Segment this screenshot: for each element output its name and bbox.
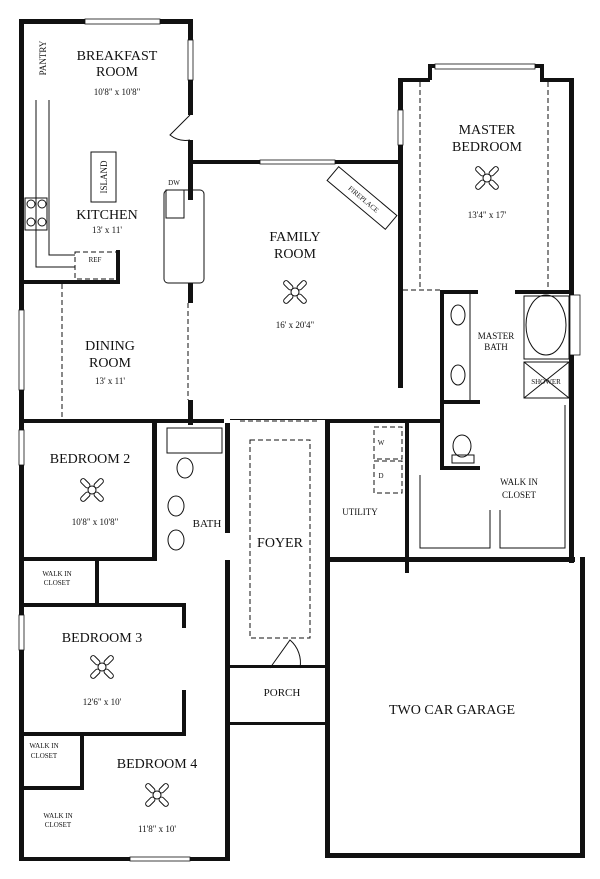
breakfast-room-dims: 10'8" x 10'8"	[94, 87, 141, 97]
dining-room-dims: 13' x 11'	[95, 376, 125, 386]
ceiling-fan-icon	[80, 478, 104, 502]
ceiling-fan-icon	[90, 655, 114, 679]
shower-label: SHOWER	[531, 378, 561, 386]
closet-2-label-2: CLOSET	[44, 579, 71, 587]
breakfast-room-label: BREAKFAST	[77, 49, 158, 64]
fireplace-label: FIREPLACE	[346, 184, 380, 214]
fan-hub	[97, 662, 107, 672]
dryer-label: D	[378, 472, 383, 480]
bedroom-2-label: BEDROOM 2	[50, 452, 131, 467]
fan-hub	[152, 790, 162, 800]
dishwasher-label: DW	[168, 179, 180, 187]
bedroom-2-dims: 10'8" x 10'8"	[72, 517, 119, 527]
master-bedroom-label-2: BEDROOM	[452, 140, 523, 155]
master-bedroom-dims: 13'4" x 17'	[468, 210, 507, 220]
kitchen-dims: 13' x 11'	[92, 225, 122, 235]
master-closet-label: WALK IN	[500, 477, 538, 487]
pantry-label: PANTRY	[38, 40, 48, 75]
bath-label: BATH	[193, 518, 222, 530]
utility-label: UTILITY	[342, 507, 378, 517]
fan-hub	[87, 485, 97, 495]
ref-label: REF	[89, 256, 102, 264]
ceiling-fan-icon	[145, 783, 169, 807]
ceiling-fan-icon	[475, 166, 499, 190]
fixtures	[24, 82, 570, 669]
porch-label: PORCH	[264, 687, 301, 699]
foyer-label: FOYER	[257, 536, 304, 551]
closet-3-label-2: CLOSET	[31, 752, 58, 760]
closet-3-label: WALK IN	[29, 742, 58, 750]
ceiling-fan-icon	[283, 280, 307, 304]
closet-4-label-2: CLOSET	[45, 821, 72, 829]
dining-room-label: DINING	[85, 339, 135, 354]
family-room-label: FAMILY	[269, 230, 320, 245]
breakfast-room-label-2: ROOM	[96, 65, 139, 80]
bedroom-3-dims: 12'6" x 10'	[83, 697, 122, 707]
island-label: ISLAND	[99, 160, 109, 193]
family-room-label-2: ROOM	[274, 247, 317, 262]
bedroom-3-label: BEDROOM 3	[62, 631, 143, 646]
garage-label: TWO CAR GARAGE	[389, 703, 515, 718]
washer-label: W	[378, 439, 385, 447]
windows	[18, 18, 581, 862]
master-bedroom-label: MASTER	[459, 123, 516, 138]
fan-hub	[290, 287, 300, 297]
kitchen-label: KITCHEN	[76, 208, 137, 223]
bedroom-4-label: BEDROOM 4	[117, 757, 198, 772]
master-bath-label-2: BATH	[484, 342, 508, 352]
fan-hub	[482, 173, 492, 183]
master-closet-label-2: CLOSET	[502, 490, 537, 500]
bedroom-4-dims: 11'8" x 10'	[138, 824, 176, 834]
dining-room-label-2: ROOM	[89, 356, 132, 371]
closet-2-label: WALK IN	[42, 570, 71, 578]
master-bath-label: MASTER	[478, 331, 515, 341]
closet-4-label: WALK IN	[43, 812, 72, 820]
family-room-dims: 16' x 20'4"	[276, 320, 315, 330]
